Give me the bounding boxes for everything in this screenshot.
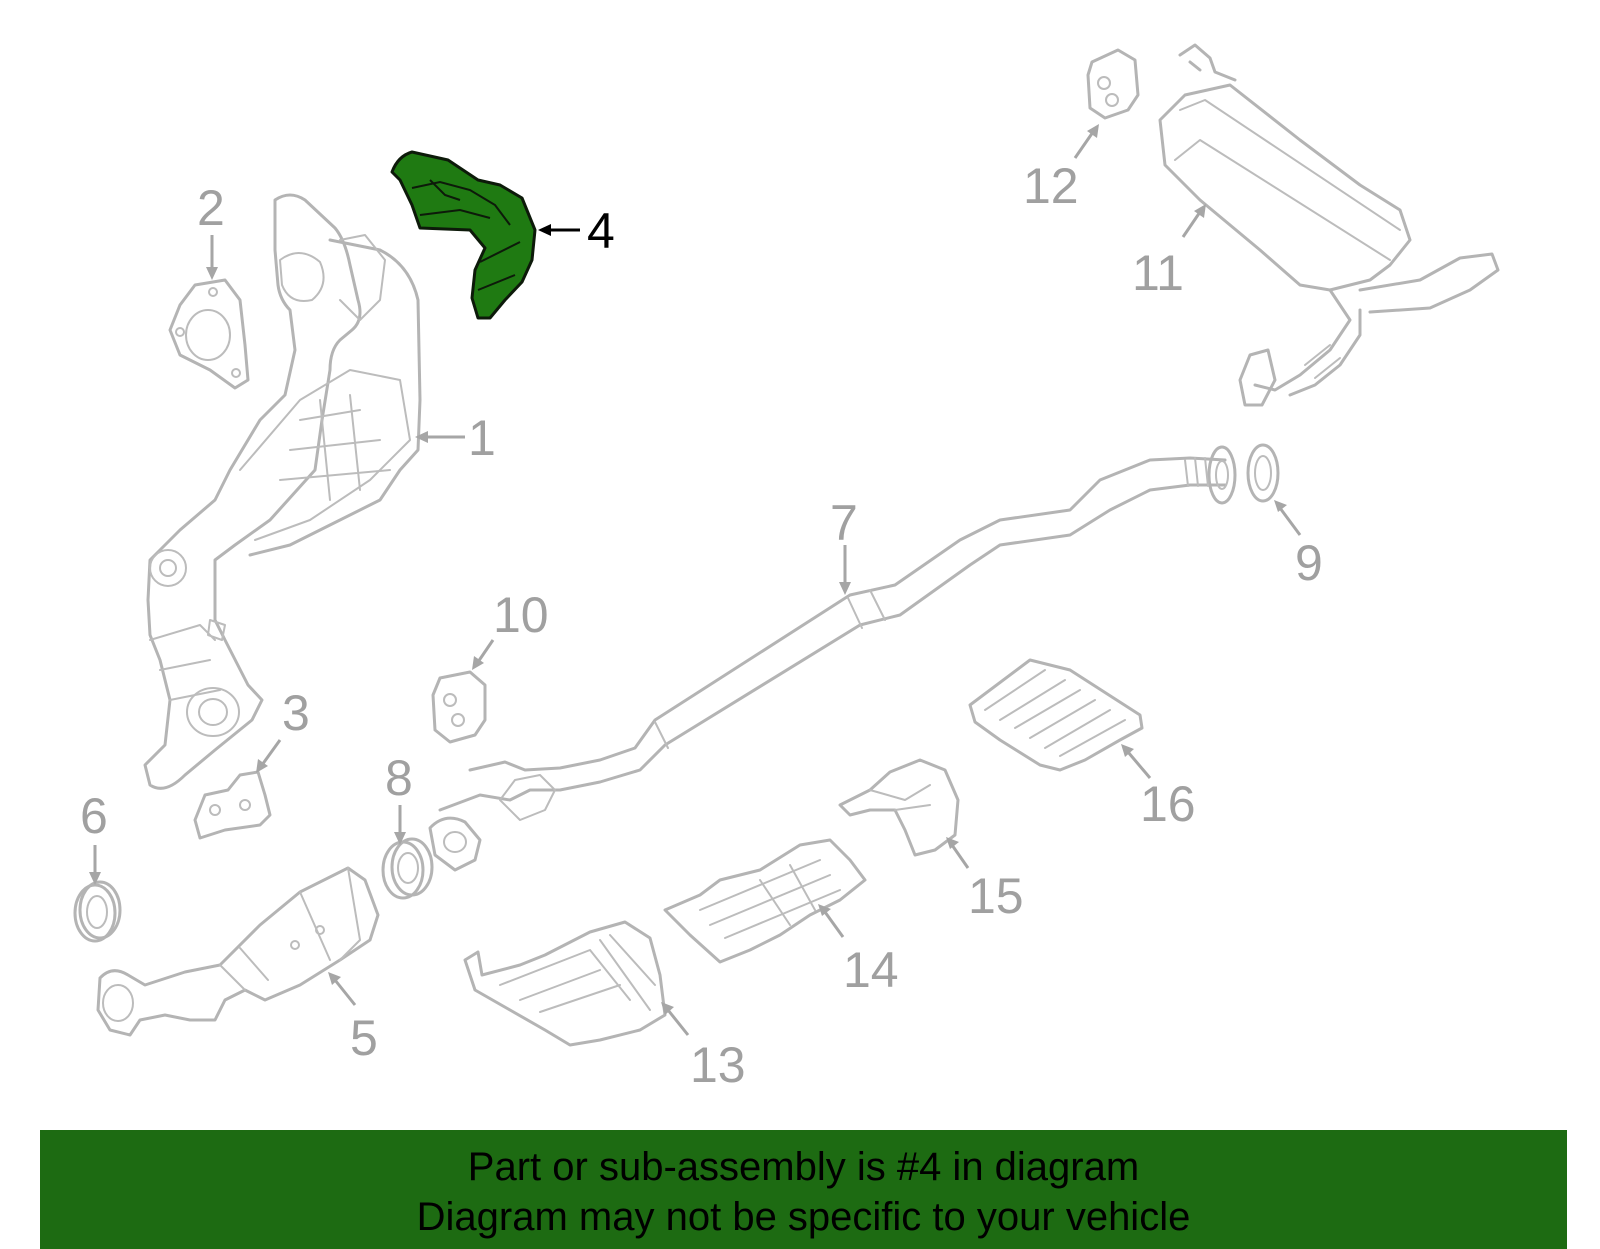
part-13-heat-shield[interactable]: [463, 920, 667, 1047]
callout-11: 11: [1132, 245, 1184, 301]
part-15-bracket[interactable]: [838, 758, 960, 857]
part-3-bracket[interactable]: [193, 770, 272, 840]
callout-12: 12: [1023, 158, 1079, 214]
callout-13: 13: [690, 1037, 746, 1093]
callout-3: 3: [282, 685, 310, 741]
part-16-heat-shield[interactable]: [968, 658, 1144, 772]
part-7-center-pipe[interactable]: [428, 445, 1237, 872]
callout-10: 10: [493, 587, 549, 643]
part-10-hanger[interactable]: [431, 670, 487, 744]
callout-1: 1: [468, 410, 496, 466]
callout-4: 4: [587, 203, 615, 259]
part-12-hanger[interactable]: [1086, 48, 1140, 120]
part-6-seal[interactable]: [73, 880, 122, 943]
part-5-converter[interactable]: [96, 866, 380, 1037]
callout-8: 8: [385, 750, 413, 806]
part-4-heat-shield[interactable]: [390, 150, 537, 320]
part-14-heat-shield[interactable]: [663, 838, 867, 964]
callout-9: 9: [1295, 535, 1323, 591]
callout-14: 14: [843, 942, 899, 998]
part-9-gasket[interactable]: [1246, 443, 1280, 503]
leader-lines: [89, 124, 1302, 1036]
banner-line-1: Part or sub-assembly is #4 in diagram: [467, 1145, 1140, 1189]
part-8-seal[interactable]: [381, 837, 434, 900]
callout-6: 6: [80, 788, 108, 844]
callout-7: 7: [830, 495, 858, 551]
part-2-gasket[interactable]: [168, 278, 250, 390]
part-11-muffler[interactable]: [1158, 43, 1500, 407]
part-info-banner: Part or sub-assembly is #4 in diagram Di…: [40, 1130, 1567, 1249]
callout-2: 2: [197, 180, 225, 236]
part-1-manifold-converter[interactable]: [143, 193, 422, 790]
callout-15: 15: [968, 868, 1024, 924]
banner-line-2: Diagram may not be specific to your vehi…: [416, 1195, 1191, 1239]
callout-16: 16: [1140, 776, 1196, 832]
callout-5: 5: [350, 1010, 378, 1066]
